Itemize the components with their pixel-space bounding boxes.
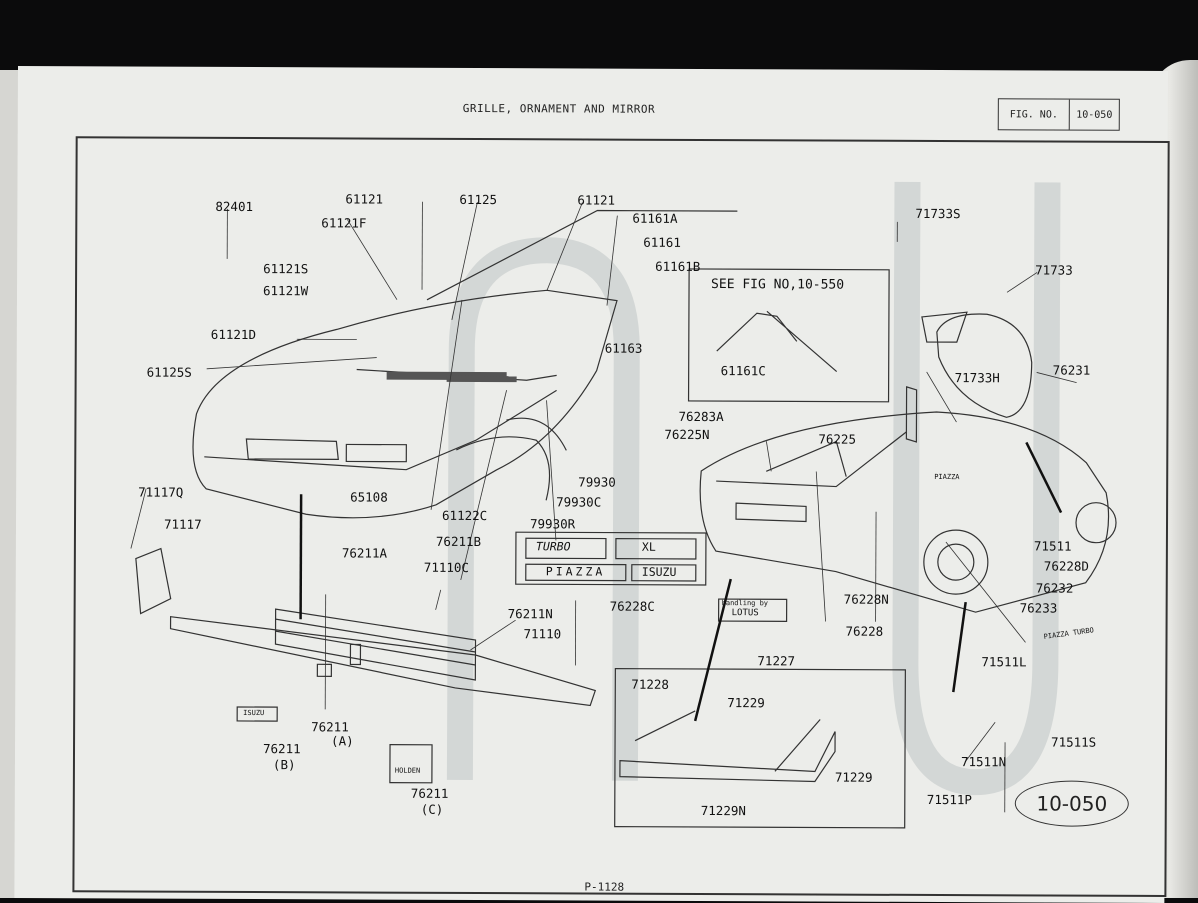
part-ref-76228n: 76228N [843, 591, 889, 607]
background-watermark [446, 181, 1061, 796]
see-fig-note: SEE FIG NO,10-550 [711, 277, 845, 293]
part-ref-61161a: 61161A [632, 210, 678, 226]
badge-isuzu: ISUZU [641, 564, 677, 579]
rear-car-outline [699, 411, 1117, 613]
part-ref-76211-b: 76211 [262, 741, 301, 757]
part-ref-76231: 76231 [1052, 362, 1091, 378]
part-ref-71117: 71117 [163, 516, 202, 532]
figure-number-oval: 10-050 [1014, 780, 1129, 827]
part-ref-71733: 71733 [1035, 262, 1073, 278]
part-ref-71511n: 71511N [960, 754, 1007, 770]
page-number: P-1128 [584, 880, 625, 894]
part-ref-71110c: 71110C [423, 559, 470, 575]
part-ref-61161c: 61161C [720, 363, 766, 379]
part-ref-61125: 61125 [459, 191, 498, 208]
figure-number: 10-050 [1076, 109, 1113, 121]
part-ref-79930: 79930 [578, 474, 616, 490]
car-side-badge: PIAZZA [934, 473, 960, 482]
diagram-frame: 82401 61121F 61121 61125 61121 61161A 61… [72, 136, 1170, 898]
badge-lotus-line1: handling by [721, 599, 769, 608]
badge-turbo: TURBO [535, 539, 571, 554]
part-ref-76233: 76233 [1019, 600, 1058, 616]
part-ref-71229-right: 71229 [834, 769, 873, 785]
part-ref-variant-b: (B) [272, 757, 296, 773]
figure-label: FIG. NO. [998, 99, 1070, 130]
badge-xl: XL [641, 539, 656, 554]
part-ref-76211-a: 76211 [311, 719, 349, 735]
part-ref-61122c: 61122C [442, 507, 488, 524]
part-ref-76228: 76228 [845, 623, 884, 639]
part-ref-61125s: 61125S [146, 364, 192, 380]
spoiler-inset-box [614, 668, 906, 829]
part-ref-76211-c: 76211 [410, 785, 449, 801]
part-ref-61121f: 61121F [321, 215, 367, 231]
part-ref-76228d-right: 76228D [1043, 558, 1090, 574]
part-ref-61121-right: 61121 [577, 192, 616, 208]
exploded-parts-diagram [130, 181, 1117, 829]
part-ref-76225n: 76225N [664, 426, 710, 443]
part-ref-71733s: 71733S [915, 205, 961, 222]
mirror [905, 311, 1033, 443]
part-ref-65108: 65108 [350, 489, 388, 505]
front-car-outline [192, 209, 738, 519]
part-ref-71511p: 71511P [926, 791, 972, 808]
part-ref-variant-c: (C) [420, 801, 444, 817]
part-ref-76232: 76232 [1035, 580, 1074, 596]
badge-piazza: PIAZZA [545, 564, 606, 579]
part-ref-61121w: 61121W [262, 283, 309, 299]
front-cowl-louvers [386, 371, 517, 383]
grille-assembly [135, 547, 597, 707]
part-ref-71511: 71511 [1033, 538, 1072, 554]
part-ref-61121s: 61121S [263, 261, 309, 277]
part-ref-71227: 71227 [757, 653, 796, 669]
part-ref-76211a: 76211A [341, 545, 388, 561]
part-ref-79930c: 79930C [556, 494, 602, 510]
part-ref-79930r: 79930R [529, 516, 576, 532]
part-ref-61161b: 61161B [655, 258, 701, 274]
badge-isuzu-side: ISUZU [243, 708, 265, 718]
manual-page: GRILLE, ORNAMENT AND MIRROR FIG. NO. 10-… [14, 66, 1170, 903]
part-ref-61163: 61163 [604, 340, 643, 356]
part-ref-76211n: 76211N [507, 606, 553, 622]
rear-spoiler [619, 710, 836, 783]
part-ref-71733h: 71733H [954, 370, 1000, 386]
part-ref-71229n: 71229N [700, 802, 746, 819]
part-ref-71228: 71228 [631, 676, 669, 692]
part-ref-76225: 76225 [818, 431, 857, 447]
part-ref-76211b: 76211B [435, 533, 482, 550]
part-ref-61161: 61161 [643, 234, 681, 250]
part-ref-76283a: 76283A [678, 408, 724, 425]
part-ref-71117q: 71117Q [138, 484, 184, 500]
figure-number-box: FIG. NO. 10-050 [997, 98, 1120, 131]
part-ref-76228c: 76228C [609, 598, 655, 614]
part-ref-variant-a: (A) [331, 733, 354, 749]
part-ref-71511s: 71511S [1051, 734, 1097, 750]
part-ref-71110: 71110 [523, 626, 562, 642]
part-ref-71229-top: 71229 [727, 695, 765, 711]
see-fig-inset-box [687, 268, 890, 403]
part-ref-61121d: 61121D [210, 326, 257, 343]
part-ref-61121-left: 61121 [345, 191, 384, 207]
part-ref-71511l: 71511L [981, 654, 1027, 670]
part-ref-82401: 82401 [215, 198, 254, 215]
badge-holden: HOLDEN [394, 766, 421, 775]
page-title: GRILLE, ORNAMENT AND MIRROR [462, 101, 656, 116]
badge-lotus-line2: LOTUS [731, 608, 759, 619]
emblem-badges [236, 531, 788, 784]
leader-lines [130, 201, 1077, 813]
decal-stripes [299, 441, 1063, 722]
